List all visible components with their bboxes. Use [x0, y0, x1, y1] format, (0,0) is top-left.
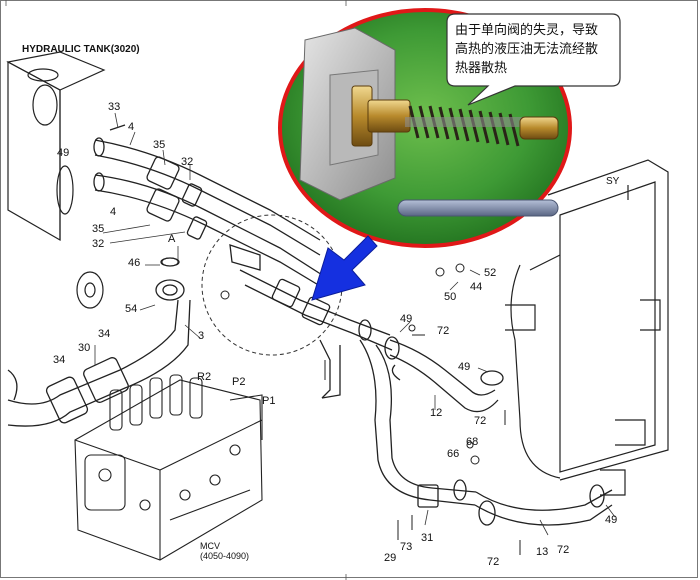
part-number-p32a: 32: [181, 156, 194, 168]
leader-lines: [94, 112, 616, 536]
part-number-p52: 52: [484, 267, 497, 279]
part-number-p30: 30: [78, 342, 91, 354]
fittings: [161, 257, 521, 555]
part-number-p72c: 72: [487, 556, 500, 568]
tank-label: HYDRAULIC TANK(3020): [22, 44, 140, 55]
mcv-name: MCV: [200, 541, 220, 551]
part-number-p54: 54: [125, 303, 138, 315]
part-number-p34b: 34: [98, 328, 111, 340]
part-number-p33: 33: [108, 101, 121, 113]
main-pipe: [239, 269, 393, 399]
part-number-p13: 13: [536, 546, 549, 558]
part-number-p4a: 4: [128, 121, 135, 133]
suction-hose: [7, 257, 191, 427]
speech-bubble: [446, 13, 621, 106]
part-number-p35a: 35: [153, 139, 166, 151]
part-number-pR2: R2: [197, 371, 212, 383]
part-number-pP2: P2: [232, 376, 246, 388]
part-number-p49b: 49: [400, 313, 413, 325]
mcv-valve: [74, 374, 263, 561]
callout-text: 由于单向阀的失灵，导致高热的液压油无法流经散热器散热: [455, 23, 599, 76]
part-number-p49c: 49: [458, 361, 471, 373]
hydraulic-tank: [6, 51, 106, 242]
part-number-p31: 31: [421, 532, 434, 544]
pipe-12: [384, 336, 504, 413]
part-number-pP1: P1: [262, 395, 276, 407]
part-number-p72b: 72: [474, 415, 487, 427]
pointer-arrow: [311, 235, 378, 301]
mcv-label: MCV (4050-4090): [200, 541, 249, 562]
part-number-pA: A: [168, 233, 176, 245]
part-number-p32b: 32: [92, 238, 105, 250]
part-number-p72d: 72: [557, 544, 570, 556]
part-number-p29: 29: [384, 552, 397, 564]
flange-cover: [76, 271, 104, 309]
part-number-p49d: 49: [605, 514, 618, 526]
part-number-p50: 50: [444, 291, 457, 303]
part-number-p34a: 34: [53, 354, 66, 366]
part-number-p3: 3: [198, 330, 205, 342]
crop-marks: [5, 0, 347, 580]
part-number-p12: 12: [430, 407, 443, 419]
part-number-p44: 44: [470, 281, 483, 293]
part-number-p35b: 35: [92, 223, 105, 235]
return-pipes: [93, 124, 331, 293]
partial-label: SY: [606, 176, 620, 187]
cooler-pipe: [359, 339, 613, 526]
part-number-p66: 66: [447, 448, 460, 460]
part-number-p4b: 4: [110, 206, 117, 218]
part-number-p46: 46: [128, 257, 141, 269]
part-number-p73: 73: [400, 541, 413, 553]
part-number-p68: 68: [466, 436, 479, 448]
part-number-p49a: 49: [57, 147, 70, 159]
part-number-p72a: 72: [437, 325, 450, 337]
mcv-code: (4050-4090): [200, 551, 250, 562]
radiator: [505, 159, 669, 496]
